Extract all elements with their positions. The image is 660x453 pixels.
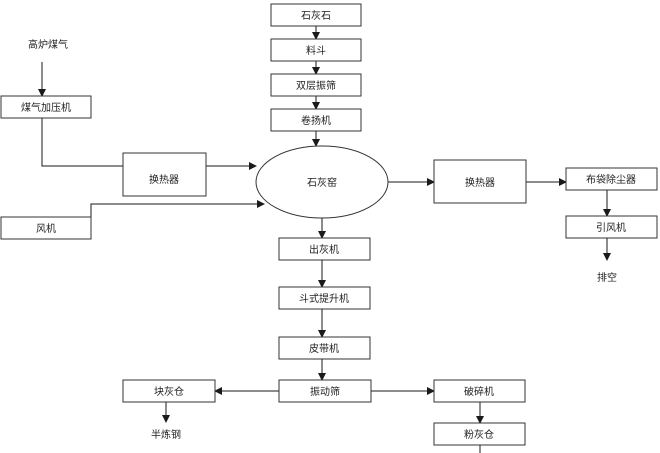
vibrating-screen-label: 振动筛 [310, 385, 340, 398]
belt-conveyor-label: 皮带机 [309, 342, 339, 355]
bucket-elevator-node: 斗式提升机 [278, 286, 371, 310]
discharger-node: 出灰机 [278, 237, 371, 261]
double-screen-label: 双层振筛 [296, 79, 336, 92]
blast-gas-label: 高炉煤气 [28, 38, 68, 51]
powder-bin-label: 粉灰仓 [464, 428, 494, 441]
connectors [38, 26, 611, 453]
hoist-label: 卷扬机 [301, 114, 331, 127]
fan-label: 风机 [36, 222, 56, 235]
kiln-label: 石灰窑 [307, 176, 337, 189]
fan-node: 风机 [0, 216, 92, 240]
crusher-label: 破碎机 [464, 385, 494, 398]
limestone-node: 石灰石 [270, 3, 362, 27]
bag-filter-node: 布袋除尘器 [565, 167, 658, 191]
heat-exchanger-right-label: 换热器 [465, 176, 495, 189]
gas-pressurizer-node: 煤气加压机 [0, 95, 92, 119]
lump-bin-node: 块灰仓 [122, 379, 216, 403]
double-screen-node: 双层振筛 [270, 73, 362, 97]
kiln-node: 石灰窑 [255, 145, 389, 219]
induced-fan-label: 引风机 [596, 221, 626, 234]
arrow-fan-kiln [90, 200, 265, 217]
lump-bin-label: 块灰仓 [154, 385, 184, 398]
hopper-node: 料斗 [270, 38, 362, 62]
heat-exchanger-left-node: 换热器 [122, 152, 207, 197]
discharger-label: 出灰机 [309, 243, 339, 256]
steelmaking-label: 半炼钢 [151, 428, 181, 441]
induced-fan-node: 引风机 [565, 215, 658, 239]
bag-filter-label: 布袋除尘器 [586, 173, 636, 186]
limestone-label: 石灰石 [301, 9, 331, 22]
belt-conveyor-node: 皮带机 [278, 336, 371, 360]
hopper-label: 料斗 [306, 44, 326, 57]
hoist-node: 卷扬机 [270, 108, 362, 132]
gas-pressurizer-label: 煤气加压机 [21, 101, 71, 114]
bucket-elevator-label: 斗式提升机 [299, 292, 349, 305]
heat-exchanger-left-label: 换热器 [149, 173, 179, 186]
heat-exchanger-right-node: 换热器 [433, 159, 527, 204]
vibrating-screen-node: 振动筛 [278, 379, 372, 403]
powder-bin-node: 粉灰仓 [433, 422, 526, 446]
crusher-node: 破碎机 [433, 379, 526, 403]
exhaust-label: 排空 [597, 271, 617, 284]
